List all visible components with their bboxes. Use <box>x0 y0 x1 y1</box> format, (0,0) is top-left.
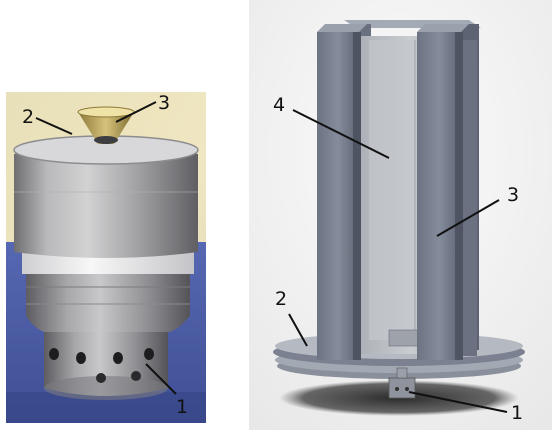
cad-callout-3: 3 <box>507 184 520 206</box>
cad-panel: 4 3 2 1 <box>249 0 552 430</box>
photo-panel: 2 3 1 <box>6 92 206 423</box>
cad-model <box>249 0 552 430</box>
front-column-right <box>417 32 461 360</box>
photo-callout-1: 1 <box>176 396 189 418</box>
cad-callout-1: 1 <box>511 402 524 424</box>
leader-line-3-cad <box>436 199 500 237</box>
leader-line-1-cad <box>408 391 508 413</box>
photo-callout-2: 2 <box>22 106 35 128</box>
top-face <box>14 136 198 164</box>
hole-4 <box>144 348 154 360</box>
photo-callout-3: 3 <box>158 92 171 114</box>
cad-callout-4: 4 <box>273 94 286 116</box>
leader-line-2 <box>35 117 73 135</box>
hole-2 <box>76 352 86 364</box>
top-cylinder <box>14 143 198 258</box>
leader-line-2-cad <box>288 313 308 347</box>
part-photo <box>6 92 206 423</box>
front-column-left <box>317 32 359 360</box>
leader-line-4 <box>292 109 390 159</box>
leader-line-3 <box>115 101 157 123</box>
white-ring <box>22 252 194 274</box>
hole-3 <box>113 352 123 364</box>
leader-line-1 <box>145 363 177 395</box>
hole-1 <box>49 348 59 360</box>
cad-callout-2: 2 <box>275 288 288 310</box>
